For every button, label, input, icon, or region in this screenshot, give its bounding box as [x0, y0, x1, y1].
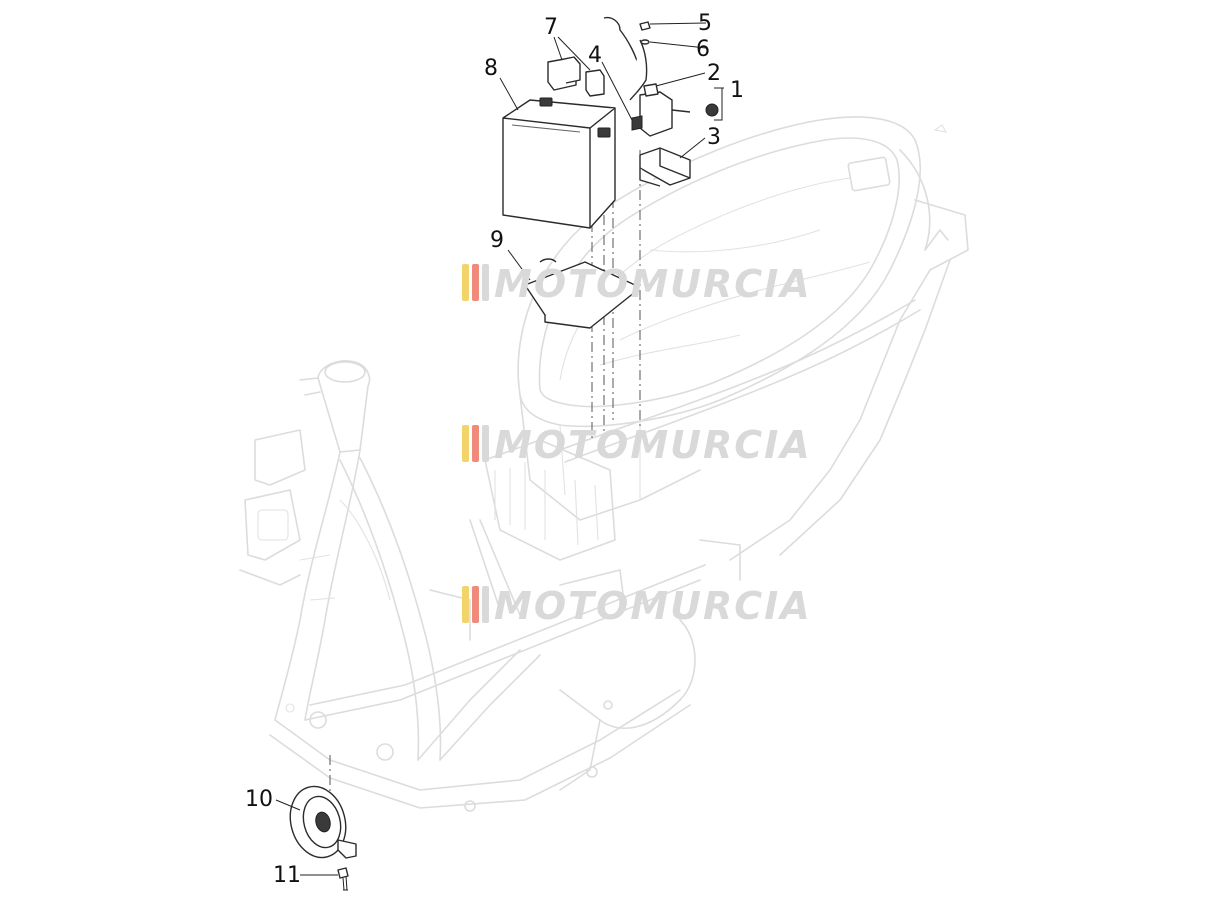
callout-9: 9	[490, 228, 504, 253]
callout-11: 11	[273, 863, 301, 888]
callout-3: 3	[707, 125, 721, 150]
relays	[547, 56, 605, 97]
watermark-bottom: MOTOMURCIA	[462, 584, 812, 628]
relay-bracket	[639, 147, 691, 187]
callout-labels: 1 2 3 4 5 6 7 8 9 10 11	[245, 11, 744, 888]
horn	[289, 785, 357, 859]
callout-5: 5	[698, 11, 712, 36]
callout-10: 10	[245, 787, 273, 812]
watermark-middle: MOTOMURCIA	[462, 423, 812, 467]
callout-2: 2	[707, 61, 721, 86]
screw-and-washer	[639, 21, 651, 45]
watermark-stripe-yellow	[462, 586, 469, 623]
watermark-stripe-red	[472, 586, 479, 623]
watermark-stripe-grey	[482, 586, 489, 623]
horn-screw	[337, 867, 349, 891]
watermark-stripe-yellow	[462, 425, 469, 462]
battery	[502, 97, 616, 229]
watermark-stripe-red	[472, 425, 479, 462]
callout-1: 1	[730, 78, 744, 103]
battery-pad	[524, 258, 636, 329]
starter-relay-assembly	[603, 16, 719, 137]
callout-8: 8	[484, 56, 498, 81]
watermark-text: MOTOMURCIA	[494, 584, 812, 628]
watermark-text: MOTOMURCIA	[494, 423, 812, 467]
callout-6: 6	[696, 37, 710, 62]
watermark-stripe-yellow	[462, 264, 469, 301]
watermark-stripe-red	[472, 264, 479, 301]
watermark-top: MOTOMURCIA	[462, 262, 812, 306]
leader-lines	[275, 22, 724, 876]
watermark-stripe-grey	[482, 264, 489, 301]
watermark-stripe-grey	[482, 425, 489, 462]
watermark-text: MOTOMURCIA	[494, 262, 812, 306]
callout-4: 4	[588, 43, 602, 68]
assembly-lines	[329, 122, 641, 845]
scooter-frame	[239, 116, 969, 812]
callout-7: 7	[544, 15, 558, 40]
